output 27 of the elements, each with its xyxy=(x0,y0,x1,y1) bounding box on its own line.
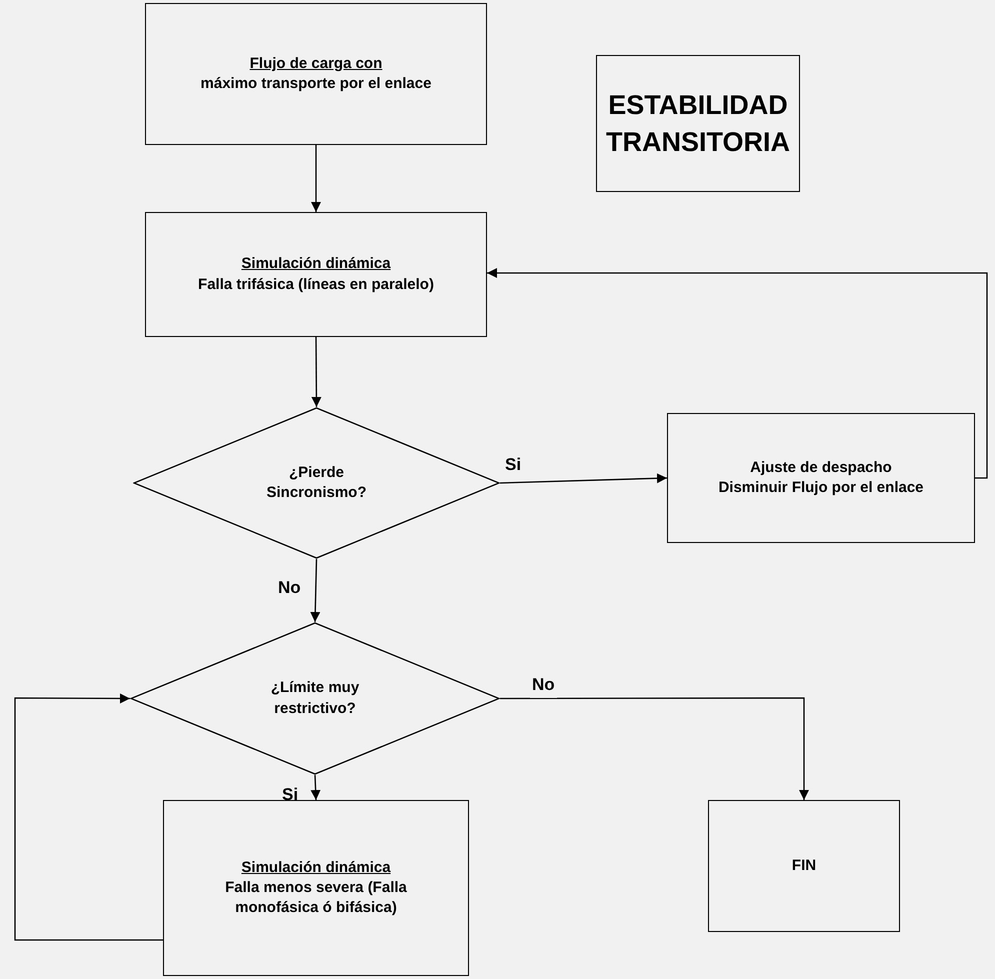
arrow xyxy=(311,145,321,212)
decision-diamond xyxy=(133,407,500,559)
arrow xyxy=(311,337,322,407)
process-box xyxy=(596,55,800,192)
box-text: ESTABILIDAD TRANSITORIA xyxy=(604,89,791,158)
process-box xyxy=(145,3,487,145)
arrow xyxy=(487,268,988,479)
box-text: Falla menos severa (Falla monofásica ó bifásica) xyxy=(224,878,408,918)
process-box xyxy=(145,212,487,337)
box-text: máximo transporte por el enlace xyxy=(200,74,432,94)
arrow xyxy=(14,693,163,941)
process-box xyxy=(667,413,975,543)
arrow xyxy=(500,697,809,800)
arrow xyxy=(310,558,320,622)
box-text: ¿Límite muy restrictivo? xyxy=(270,678,360,718)
arrow xyxy=(500,473,668,484)
process-box xyxy=(708,800,900,932)
box-text: Ajuste de despacho Disminuir Flujo por el enlace xyxy=(717,458,925,498)
box-text: Falla trifásica (líneas en paralelo) xyxy=(198,274,434,294)
process-box xyxy=(163,800,469,976)
box-heading: Simulación dinámica xyxy=(241,254,391,274)
box-heading: Flujo de carga con xyxy=(250,54,382,74)
box-heading: Simulación dinámica xyxy=(241,858,391,878)
arrow xyxy=(310,774,321,800)
box-text: ¿Pierde Sincronismo? xyxy=(265,462,368,503)
decision-diamond xyxy=(130,622,500,775)
box-text: FIN xyxy=(792,856,816,876)
